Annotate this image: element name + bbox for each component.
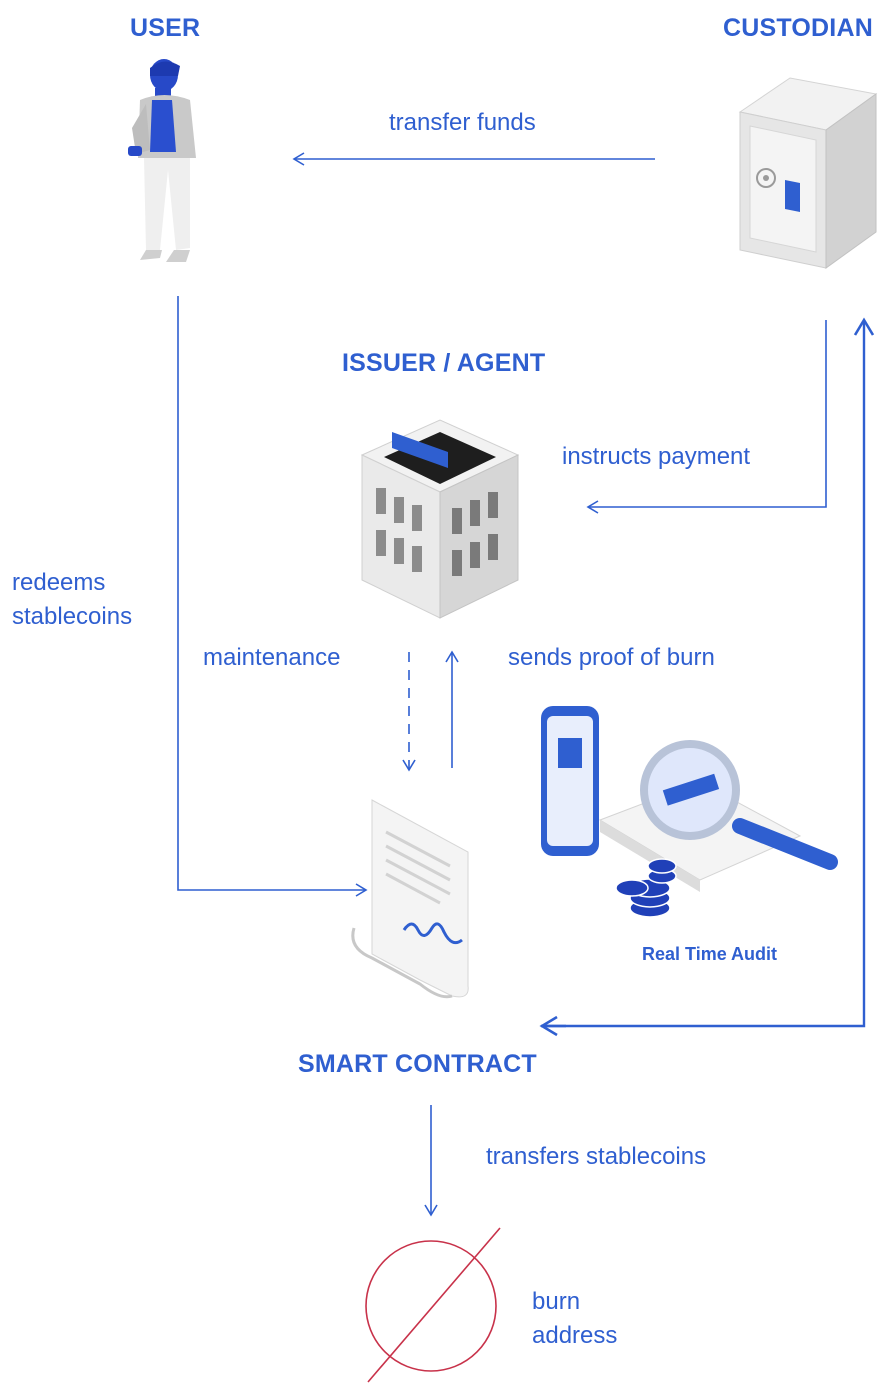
audit-illustration (541, 706, 838, 918)
proof-of-burn-label: sends proof of burn (508, 644, 715, 671)
burn-address-icon (365, 1227, 501, 1383)
transfer-funds-label: transfer funds (389, 109, 536, 136)
redeems-label-line2: stablecoins (12, 603, 133, 630)
custodian-title: CUSTODIAN (723, 14, 873, 42)
user-figure (128, 59, 196, 262)
instructs-payment-label: instructs payment (562, 443, 751, 470)
edge-instructs-payment (586, 320, 827, 514)
burn-label-line2: address (532, 1322, 618, 1349)
smart-contract-title: SMART CONTRACT (298, 1050, 537, 1078)
contract-document-icon (351, 799, 469, 999)
edge-redeems-stablecoins (177, 296, 368, 897)
redeems-label-line1: redeems (12, 569, 106, 596)
transfers-stablecoins-label: transfers stablecoins (486, 1143, 707, 1170)
maintenance-label: maintenance (203, 644, 341, 671)
edge-audit-loop (539, 317, 875, 1037)
issuer-building-icon (360, 419, 520, 619)
audit-caption: Real Time Audit (642, 944, 778, 964)
burn-label-line1: burn (532, 1288, 581, 1315)
issuer-title: ISSUER / AGENT (342, 349, 546, 377)
safe-icon (738, 77, 878, 269)
user-title: USER (130, 14, 201, 42)
